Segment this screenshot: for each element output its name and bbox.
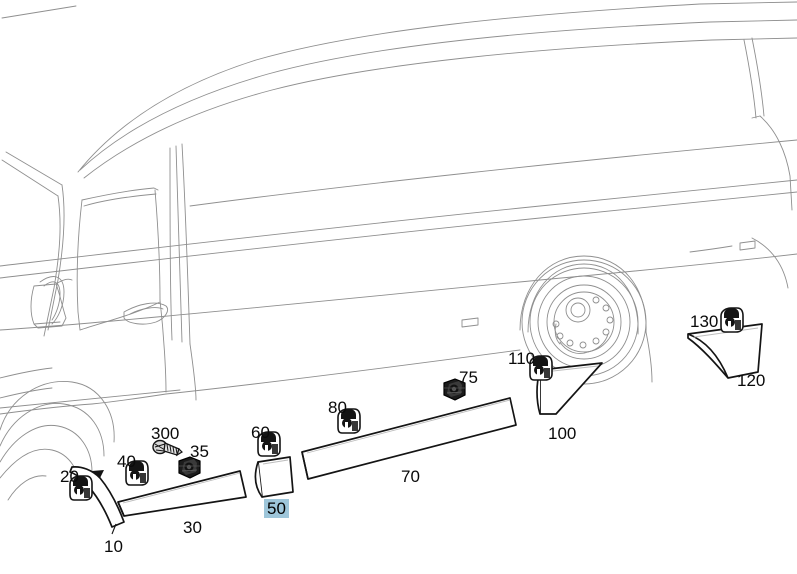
label-30[interactable]: 30 — [183, 518, 202, 537]
clip-icon-60[interactable] — [257, 431, 281, 457]
label-300[interactable]: 300 — [151, 424, 180, 443]
label-50[interactable]: 50 — [264, 499, 289, 518]
screw-icon-300[interactable] — [152, 439, 183, 457]
label-75[interactable]: 75 — [459, 368, 478, 387]
clip-icon-80[interactable] — [337, 408, 361, 434]
label-80[interactable]: 80 — [328, 398, 347, 417]
nut-icon-75[interactable] — [443, 378, 466, 401]
clip-icon-20[interactable] — [69, 475, 93, 501]
label-60[interactable]: 60 — [251, 423, 270, 442]
label-10[interactable]: 10 — [104, 537, 123, 556]
clip-icon-110[interactable] — [529, 355, 553, 381]
label-120[interactable]: 120 — [737, 371, 766, 390]
part-shape-120[interactable] — [687, 323, 763, 379]
label-70[interactable]: 70 — [401, 467, 420, 486]
clip-icon-130[interactable] — [720, 307, 744, 333]
label-40[interactable]: 40 — [117, 452, 136, 471]
label-20[interactable]: 20 — [60, 467, 79, 486]
clip-icon-40[interactable] — [125, 460, 149, 486]
part-shape-50[interactable] — [254, 456, 294, 498]
part-shape-30[interactable] — [117, 470, 247, 517]
label-35[interactable]: 35 — [190, 442, 209, 461]
nut-icon-35[interactable] — [178, 456, 201, 479]
label-130[interactable]: 130 — [690, 312, 719, 331]
part-shape-70[interactable] — [301, 397, 517, 480]
label-110[interactable]: 110 — [508, 349, 536, 368]
label-100[interactable]: 100 — [548, 424, 577, 443]
